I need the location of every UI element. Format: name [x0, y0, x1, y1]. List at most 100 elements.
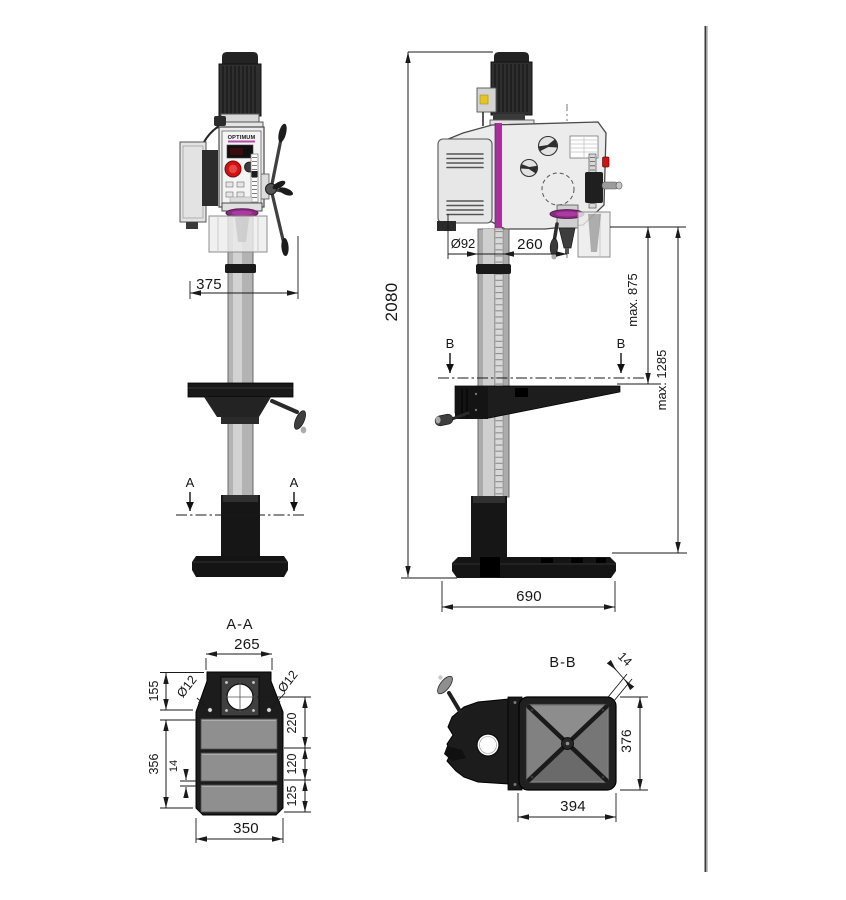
dim-label-14: 14: [168, 760, 180, 772]
gear-selector-knob-lower: [519, 158, 539, 178]
handwheel-grip: [281, 238, 289, 256]
section-aa: A-A 265 Ø12 Ø12 155 356: [147, 617, 311, 843]
section-marker-a-left: A: [186, 475, 195, 490]
chuck-guard: [208, 215, 268, 253]
base-slot: [541, 558, 553, 563]
table-facet-left: [528, 706, 568, 781]
column-collar: [225, 264, 256, 273]
handwheel-grip: [278, 123, 287, 143]
plate-bolt: [513, 701, 517, 704]
base-slot: [596, 558, 606, 563]
table-crank-grip-side: [434, 413, 454, 427]
leader-line: [196, 697, 209, 709]
flange-bolt: [225, 709, 228, 712]
table-arm-notch: [515, 388, 528, 397]
table-facet-top: [528, 706, 607, 744]
table-crank-grip: [294, 410, 306, 430]
emergency-stop-cap: [228, 164, 238, 174]
dim-label-d12-left: Ø12: [174, 673, 200, 700]
column-highlight: [233, 211, 242, 497]
section-marker-a-right: A: [290, 475, 299, 490]
brand-label: OPTIMUM: [228, 135, 256, 141]
depth-scale-slider: [251, 171, 258, 177]
warning-label: [479, 94, 489, 105]
panel-button: [225, 181, 234, 188]
cabinet-foot: [186, 222, 198, 229]
dim-label-265: 265: [234, 636, 260, 653]
panel-button: [236, 191, 245, 198]
section-aa-title: A-A: [226, 617, 253, 633]
sleeve-top-ring: [223, 495, 258, 502]
accent-stripe: [495, 123, 502, 228]
side-view: 2080: [382, 51, 687, 612]
rating-plate: [229, 196, 253, 203]
chuck-tip: [565, 248, 569, 254]
dim-arrow-14: [606, 659, 617, 671]
table-screw: [601, 775, 605, 779]
guard-ring-inner: [231, 210, 253, 216]
handwheel-grip: [278, 187, 294, 196]
dim-label-350: 350: [233, 820, 259, 837]
motor-flange-upper: [220, 113, 260, 123]
column-hole: [476, 733, 500, 757]
rear-switch: [602, 156, 610, 168]
dim-label-120: 120: [285, 754, 299, 775]
table-clamp: [455, 387, 488, 419]
table-screw: [530, 775, 534, 779]
leader-line: [270, 692, 286, 709]
section-bb-title: B-B: [549, 655, 576, 671]
mounting-hole-right: [266, 707, 272, 713]
dim-label-376: 376: [618, 729, 634, 753]
base-panel: [200, 718, 278, 750]
clamp-lever-tip: [438, 675, 443, 680]
dim-label-2080: 2080: [382, 282, 401, 321]
knob-handle: [520, 164, 538, 174]
column-base-sleeve: [221, 495, 260, 557]
dim-label-125: 125: [285, 786, 299, 807]
section-marker-b-left: B: [446, 336, 455, 351]
feed-lever-tip: [551, 253, 557, 260]
table-plate: [187, 382, 294, 398]
table-collar: [221, 417, 259, 424]
clamp-lever-grip: [437, 675, 453, 695]
motor-cap: [494, 52, 529, 64]
depth-stop-block: [585, 172, 603, 203]
machine-base: [192, 556, 288, 577]
motor-fins: [222, 66, 256, 114]
dim-label-max-1285: max. 1285: [654, 350, 669, 411]
dim-label-d12-right: Ø12: [275, 668, 301, 695]
base-panel: [200, 784, 278, 813]
dim-label-220: 220: [285, 713, 299, 734]
knob-handle: [538, 138, 558, 152]
guard-ring-side-inner: [556, 211, 578, 217]
dim-label-155: 155: [147, 681, 161, 702]
power-cable: [203, 125, 220, 143]
table-center-dot: [565, 741, 570, 746]
column-hole-ring: [479, 736, 497, 754]
cover-bracket: [437, 221, 456, 231]
motor-flange-ring: [493, 114, 525, 121]
table-screw: [530, 708, 534, 712]
column-base-sleeve-side: [471, 496, 507, 557]
base-column-joint: [480, 557, 500, 577]
dim-label-375: 375: [196, 276, 222, 293]
flange-bolt: [225, 681, 228, 684]
brand-underline: [228, 140, 255, 143]
panel-button: [225, 191, 234, 198]
plate-bolt: [513, 783, 517, 786]
clamp-bolt: [474, 408, 478, 412]
table-crank-cap: [435, 416, 441, 424]
cable-gland: [214, 116, 226, 126]
speed-chart-rows: [571, 137, 597, 157]
column-side-highlight: [483, 229, 494, 497]
motor-body: [218, 63, 262, 117]
dim-arrow-14: [624, 679, 635, 691]
vent-slats-upper: [446, 153, 484, 169]
flange-bolt: [252, 709, 255, 712]
dim-label-690: 690: [516, 588, 542, 605]
gearbox-cover: [437, 138, 493, 224]
table-crank-tip: [300, 426, 307, 434]
table-facet-right: [567, 706, 607, 781]
